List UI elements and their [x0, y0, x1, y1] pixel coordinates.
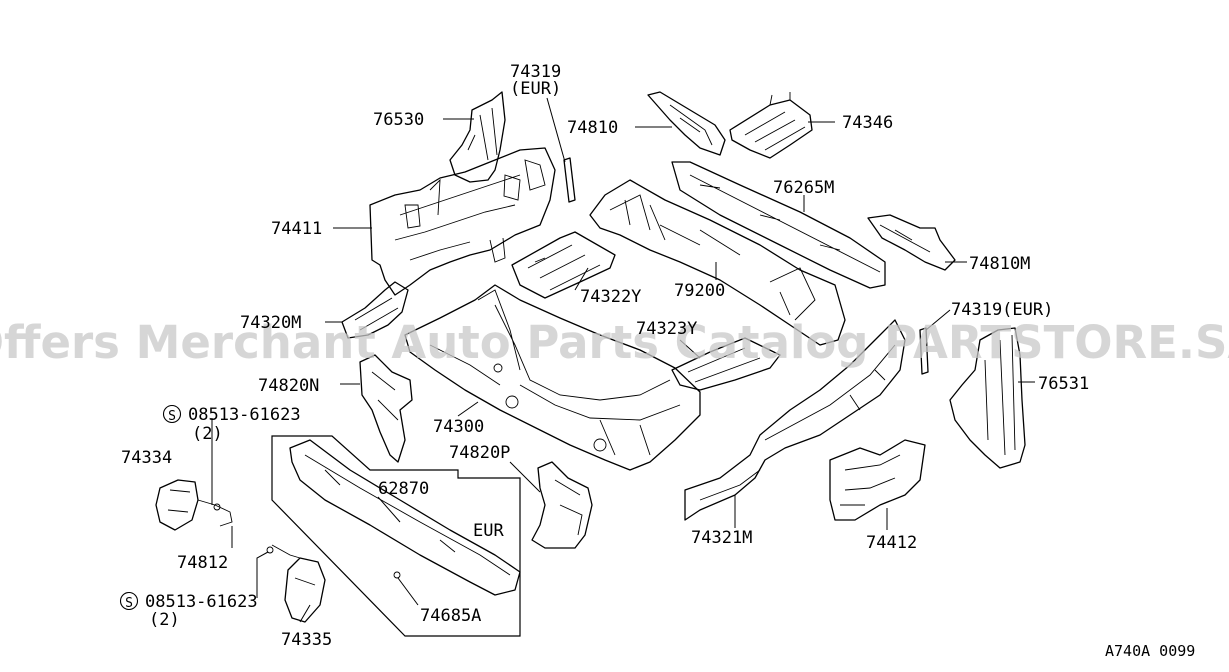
- part-74321m-side-member: [684, 319, 906, 521]
- part-74411-apron: [369, 147, 556, 296]
- eur-group-box: [271, 435, 521, 637]
- s-symbol-circle: [162, 404, 182, 424]
- label-74323y: 74323Y: [636, 319, 697, 339]
- label-74346: 74346: [842, 113, 893, 133]
- label-bolt-08513-61623-bottom: 08513-61623: [145, 592, 258, 612]
- diagram-code: A740A 0099: [1105, 642, 1195, 660]
- label-74319-top-note: (EUR): [510, 79, 561, 99]
- label-74334: 74334: [121, 448, 172, 468]
- label-76530: 76530: [373, 110, 424, 130]
- label-eur-box: EUR: [473, 521, 504, 541]
- part-74320m-sill: [341, 281, 409, 339]
- part-74810-bracket: [647, 91, 726, 156]
- part-79200-rear-panel: [589, 179, 846, 346]
- part-76530-pillar: [449, 91, 506, 183]
- label-79200: 79200: [674, 281, 725, 301]
- label-74335: 74335: [281, 630, 332, 650]
- label-74322y: 74322Y: [580, 287, 641, 307]
- s-symbol: S: [125, 596, 133, 611]
- label-74810m: 74810M: [969, 254, 1030, 274]
- bolt-icon: [213, 503, 221, 511]
- label-74810: 74810: [567, 118, 618, 138]
- part-74810m-bracket: [867, 214, 956, 271]
- part-74346-tray: [729, 92, 813, 159]
- part-74319-right-strip: [919, 327, 929, 375]
- watermark: Offers Merchant Auto Parts Catalog PARTS…: [0, 316, 1229, 369]
- label-74820p: 74820P: [449, 443, 510, 463]
- bolt-icon: [266, 546, 274, 554]
- label-76265m: 76265M: [773, 178, 834, 198]
- label-74820n: 74820N: [258, 376, 319, 396]
- s-symbol-circle: [119, 591, 139, 611]
- part-74820p-bracket: [531, 461, 593, 549]
- s-symbol: S: [168, 409, 176, 424]
- label-74321m: 74321M: [691, 528, 752, 548]
- part-74300-floor: [404, 284, 701, 471]
- label-bolt-bottom-qty: (2): [149, 610, 180, 630]
- label-74319-top: 74319: [510, 62, 561, 82]
- label-74411: 74411: [271, 219, 322, 239]
- part-76265m-crossmember: [671, 161, 886, 289]
- clip-icon: [393, 571, 401, 579]
- part-74319-strip: [563, 157, 576, 203]
- part-74412-apron: [829, 439, 926, 521]
- label-74685a: 74685A: [420, 606, 481, 626]
- part-74323y-floor-panel: [671, 337, 781, 391]
- label-bolt-08513-61623-top: 08513-61623: [188, 405, 301, 425]
- part-74335-bracket: [271, 544, 326, 623]
- label-74319-right: 74319(EUR): [951, 300, 1053, 320]
- part-74322y-floor-panel: [511, 231, 616, 299]
- part-76531-pillar: [949, 327, 1026, 469]
- label-74320m: 74320M: [240, 313, 301, 333]
- label-bolt-top-qty: (2): [192, 424, 223, 444]
- label-76531: 76531: [1038, 374, 1089, 394]
- label-74300: 74300: [433, 417, 484, 437]
- part-74820n-bracket: [359, 354, 413, 463]
- leader-lines: [211, 97, 1035, 623]
- label-74412: 74412: [866, 533, 917, 553]
- label-62870: 62870: [378, 479, 429, 499]
- label-74812: 74812: [177, 553, 228, 573]
- part-74334-bracket: [155, 479, 233, 531]
- part-62870-core-support: [289, 439, 521, 596]
